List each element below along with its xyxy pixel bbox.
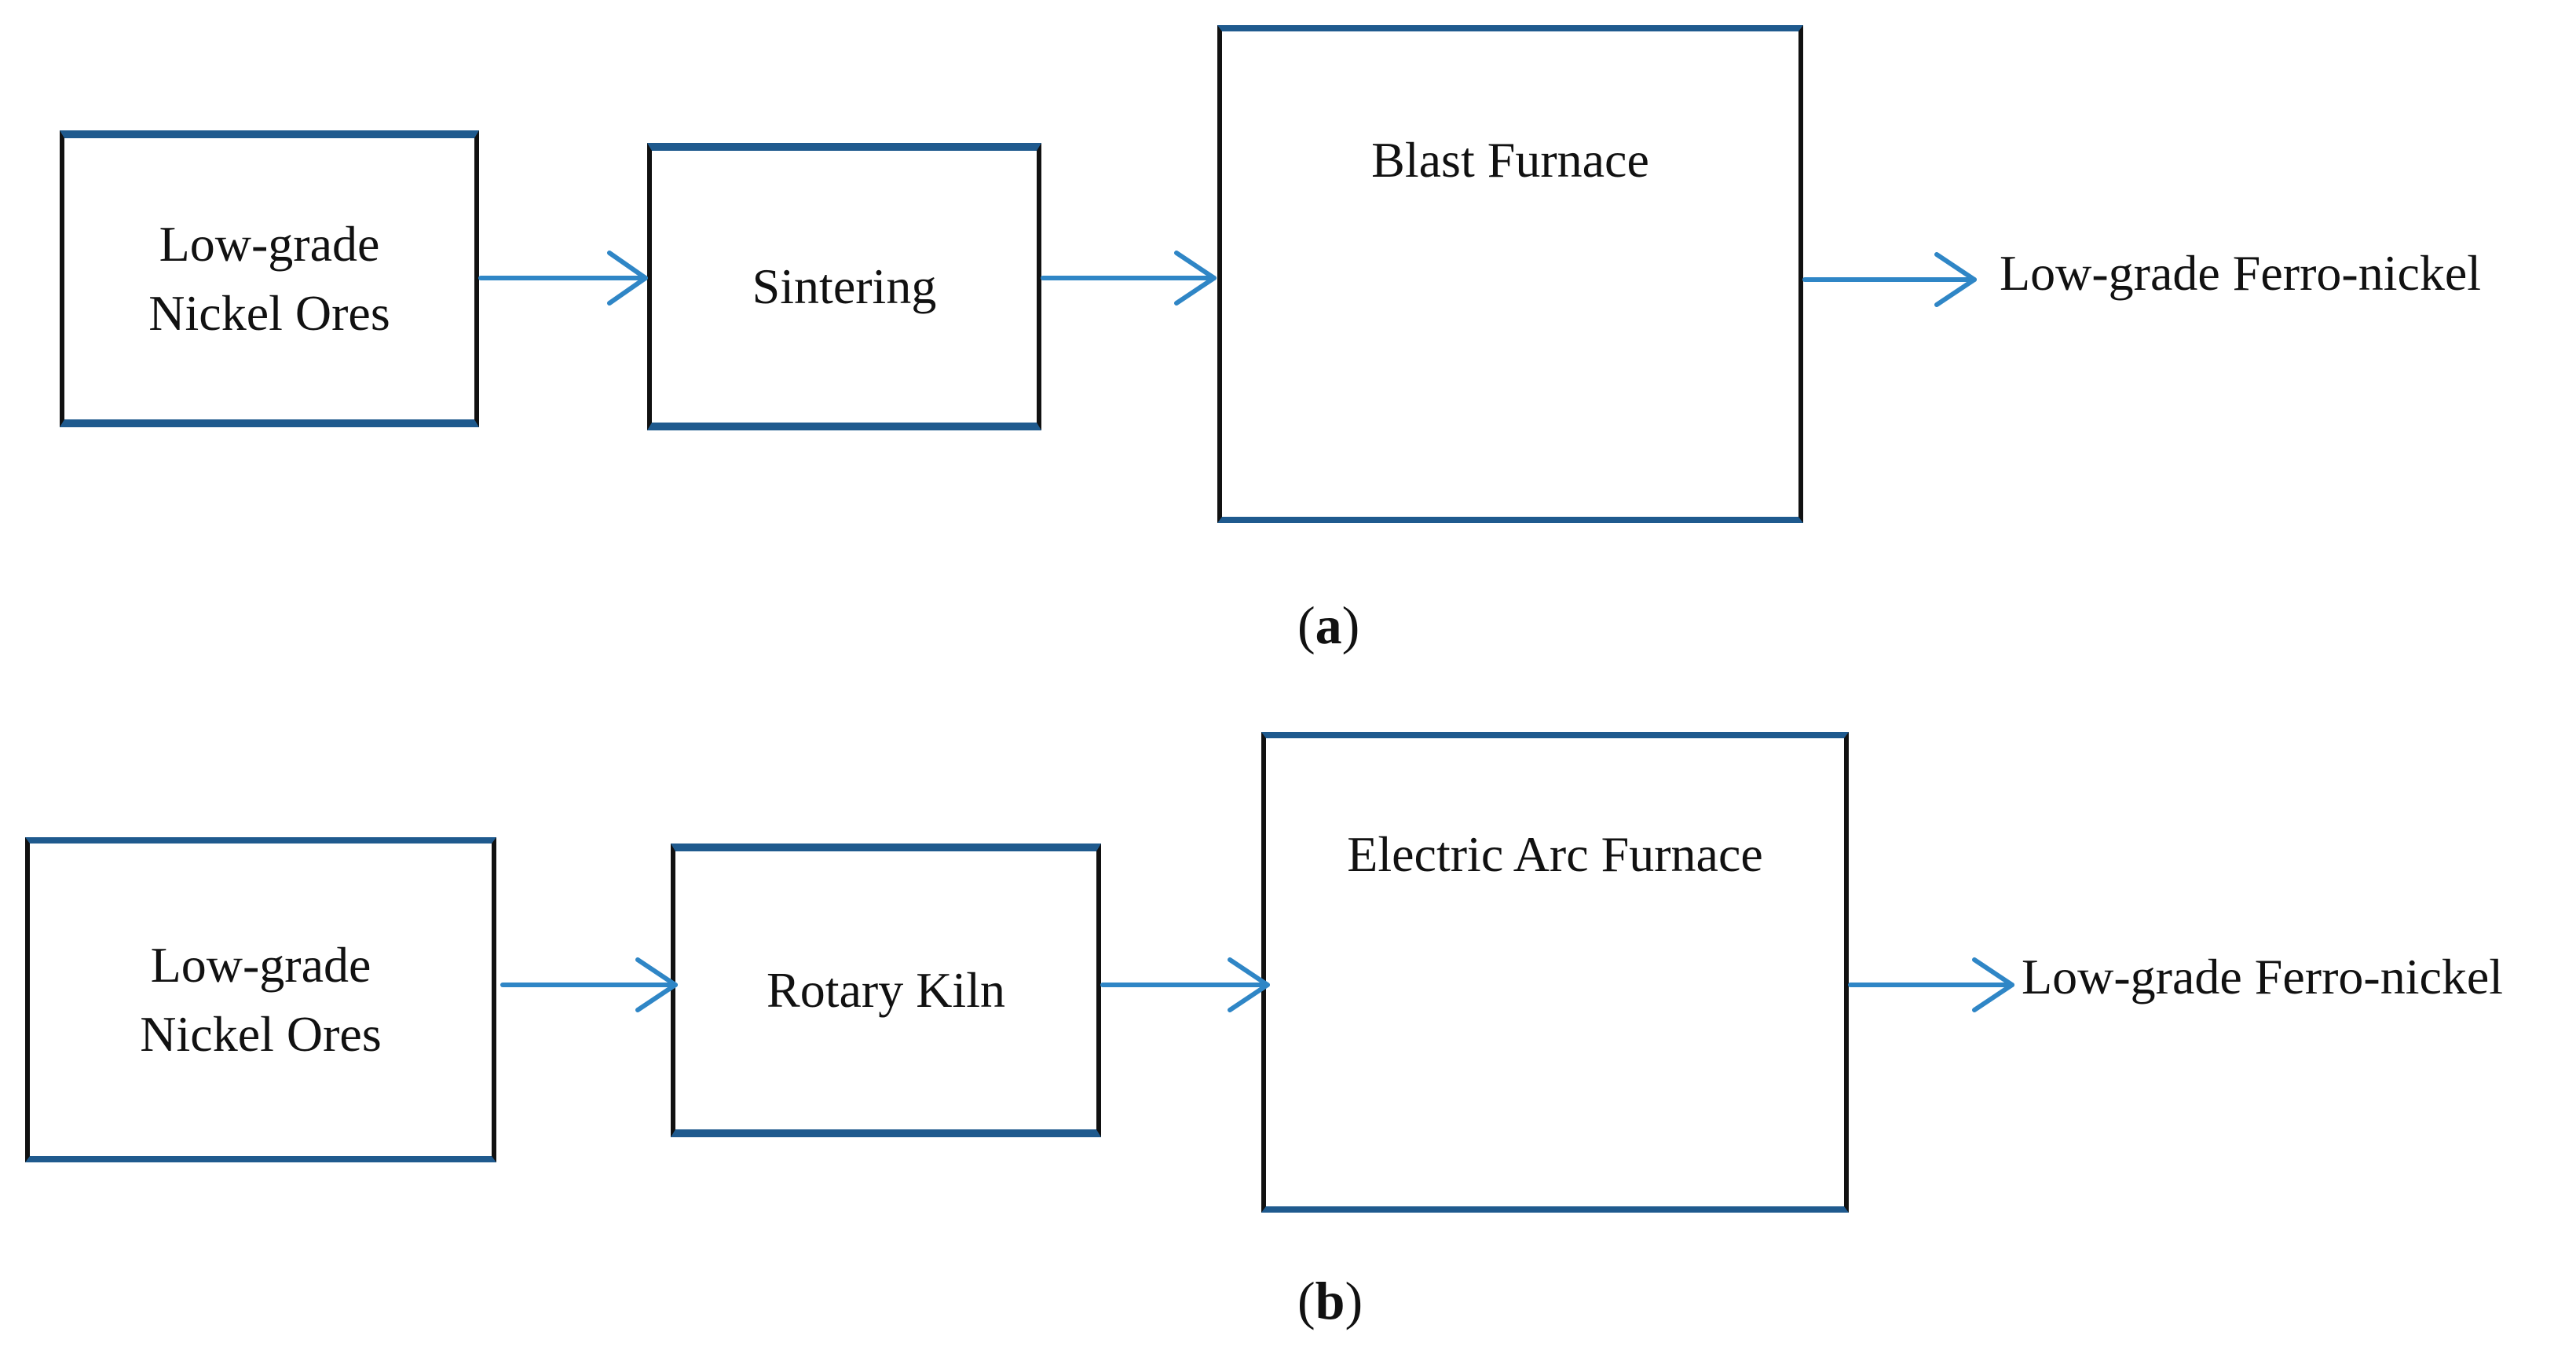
box-b-3-label: Electric Arc Furnace <box>1347 826 1763 882</box>
box-a-low-grade-nickel-ores: Low-grade Nickel Ores <box>60 130 479 427</box>
box-a-1-label: Low-grade Nickel Ores <box>148 216 390 341</box>
box-b-low-grade-nickel-ores: Low-grade Nickel Ores <box>25 837 496 1162</box>
arrow-a-ores-to-sintering <box>478 251 648 306</box>
caption-b: (b) <box>1297 1269 1363 1332</box>
box-a-3-label: Blast Furnace <box>1371 132 1649 188</box>
box-b-2-label: Rotary Kiln <box>767 962 1005 1018</box>
box-b-1-label: Low-grade Nickel Ores <box>140 937 382 1062</box>
caption-b-close: ) <box>1345 1271 1363 1330</box>
arrow-b-eaf-to-output <box>1848 957 2014 1012</box>
output-a-label: Low-grade Ferro-nickel <box>2000 245 2482 301</box>
arrow-a-sintering-to-blast-furnace <box>1041 251 1217 306</box>
caption-a-close: ) <box>1341 595 1360 655</box>
caption-a-open: ( <box>1297 595 1315 655</box>
caption-a: (a) <box>1297 594 1359 657</box>
arrow-b-ores-to-rotary-kiln <box>500 957 678 1012</box>
box-b-rotary-kiln: Rotary Kiln <box>671 844 1101 1137</box>
caption-b-open: ( <box>1297 1271 1315 1330</box>
box-b-electric-arc-furnace: Electric Arc Furnace <box>1261 732 1849 1213</box>
box-a-2-label: Sintering <box>752 258 937 314</box>
output-b-label: Low-grade Ferro-nickel <box>2022 949 2504 1005</box>
caption-b-letter: b <box>1315 1271 1345 1330</box>
box-a-blast-furnace: Blast Furnace <box>1217 25 1803 523</box>
caption-a-letter: a <box>1315 595 1342 655</box>
arrow-b-rotary-kiln-to-eaf <box>1100 957 1270 1012</box>
box-a-sintering: Sintering <box>647 143 1041 430</box>
arrow-a-blast-furnace-to-output <box>1802 252 1977 307</box>
